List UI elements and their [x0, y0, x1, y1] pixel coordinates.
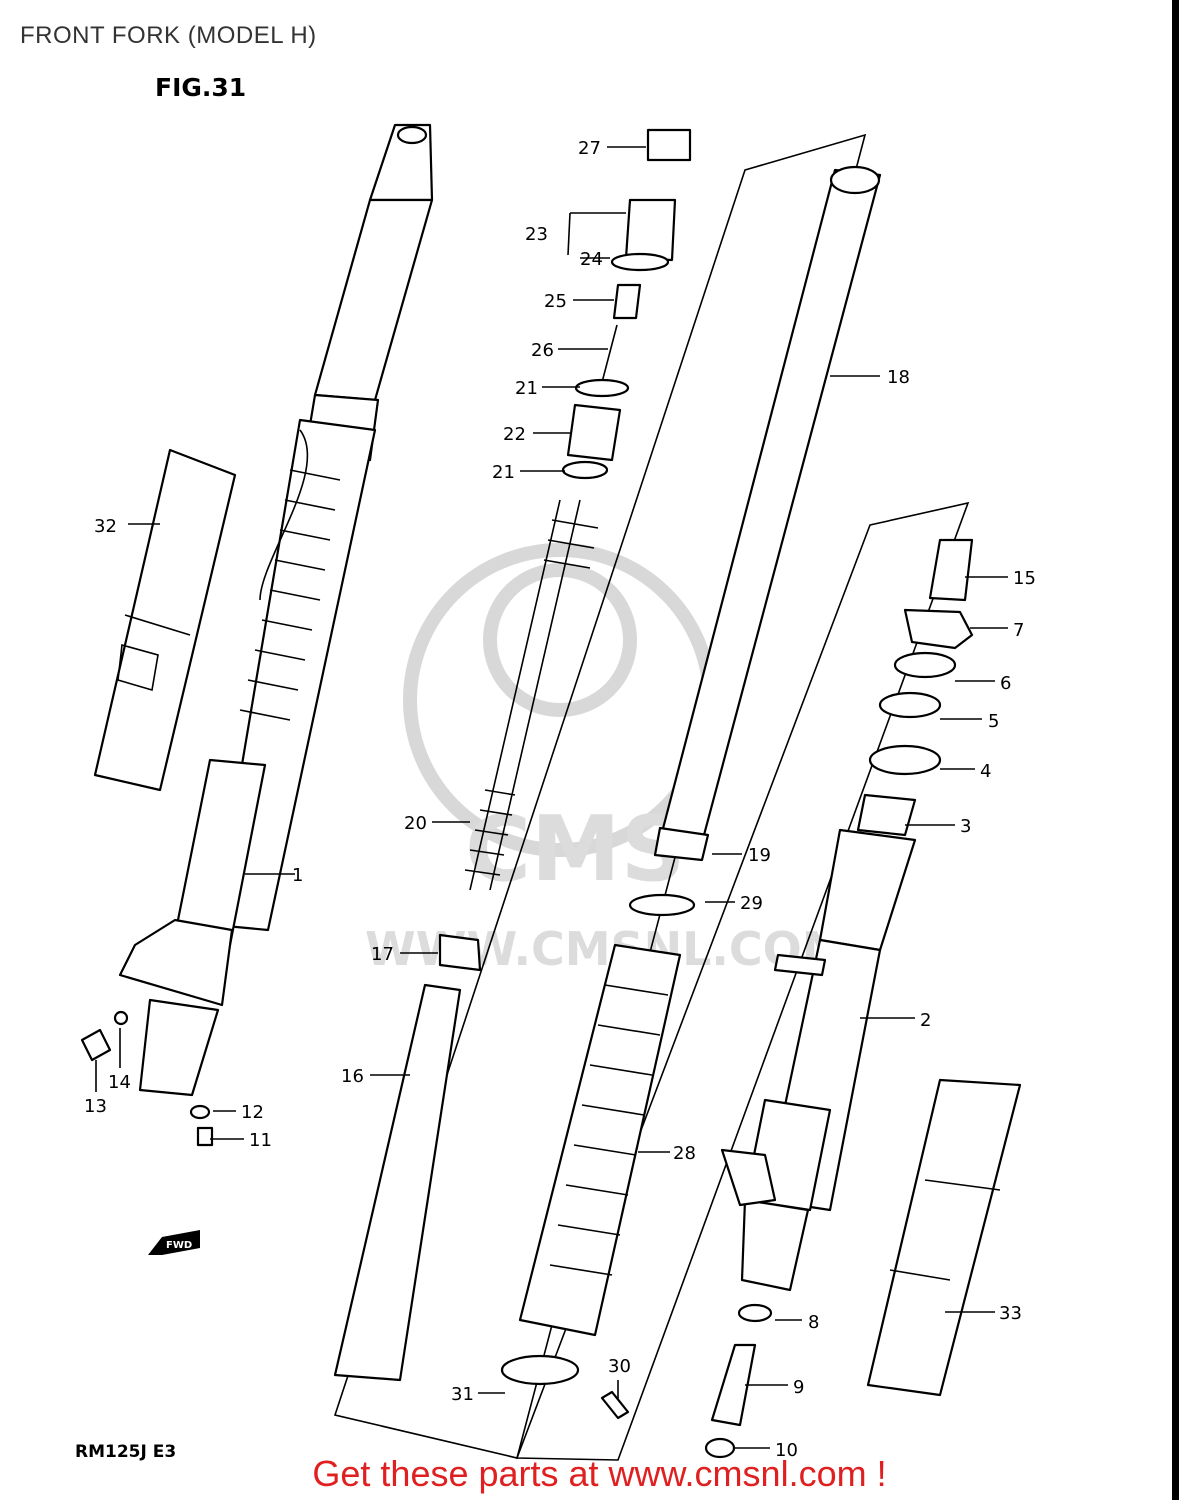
callout-10: 10: [775, 1440, 798, 1461]
part-16-damper-rod: [333, 983, 462, 1382]
part-1-fork-assembly: [118, 123, 434, 1097]
callout-25: 25: [544, 291, 567, 312]
part-22-bushing: [566, 403, 622, 462]
callout-15: 15: [1013, 568, 1036, 589]
part-31-clamp: [500, 1354, 580, 1386]
part-18-inner-tube: [653, 165, 882, 862]
part-5-seal: [878, 691, 942, 719]
part-24-o-ring: [610, 252, 670, 272]
figure-label: FIG.31: [155, 73, 247, 102]
part-10-nut: [704, 1437, 736, 1459]
callout-11: 11: [249, 1130, 272, 1151]
cmsnl-parts-link[interactable]: Get these parts at www.cmsnl.com !: [312, 1453, 887, 1494]
part-17-seal: [438, 933, 482, 972]
part-28-dust-boot: [500, 893, 696, 1420]
callout-23: 23: [525, 224, 548, 245]
callout-17: 17: [371, 944, 394, 965]
callout-6: 6: [1000, 673, 1011, 694]
callout-9: 9: [793, 1377, 804, 1398]
callout-12: 12: [241, 1102, 264, 1123]
callout-14: 14: [108, 1072, 131, 1093]
part-21-washer-top: [574, 378, 630, 398]
model-code: RM125J E3: [75, 1442, 177, 1462]
part-25-nut: [612, 283, 642, 320]
callout-numbers: 1 2 3 4 5 6 7 8 9 10 11 12 13 14 15 16 1…: [84, 138, 1036, 1461]
callout-26: 26: [531, 340, 554, 361]
bolts-left: [80, 1010, 214, 1147]
part-23-adjuster: [624, 198, 677, 262]
right-seal-stack: [856, 538, 974, 837]
callout-3: 3: [960, 816, 971, 837]
callout-21-bottom: 21: [492, 462, 515, 483]
callout-2: 2: [920, 1010, 931, 1031]
part-6-seal: [893, 651, 957, 679]
part-9-bolt: [710, 1343, 757, 1427]
callout-18: 18: [887, 367, 910, 388]
callout-32: 32: [94, 516, 117, 537]
part-4-ring: [868, 744, 942, 776]
callout-13: 13: [84, 1096, 107, 1117]
part-20-spring: [469, 499, 581, 891]
callout-16: 16: [341, 1066, 364, 1087]
callout-22: 22: [503, 424, 526, 445]
watermark-logo-text: CMS: [465, 797, 685, 902]
callout-1: 1: [292, 865, 303, 886]
page-title: FRONT FORK (MODEL H): [20, 22, 317, 49]
callout-20: 20: [404, 813, 427, 834]
callout-5: 5: [988, 711, 999, 732]
callout-8: 8: [808, 1312, 819, 1333]
part-8-washer: [737, 1303, 773, 1323]
fwd-arrow: FWD: [148, 1230, 200, 1255]
callout-31: 31: [451, 1384, 474, 1405]
callout-4: 4: [980, 761, 991, 782]
callout-27: 27: [578, 138, 601, 159]
callout-19: 19: [748, 845, 771, 866]
part-27-cap: [646, 128, 692, 162]
callout-29: 29: [740, 893, 763, 914]
part-33-fork-protector: [866, 1078, 1022, 1397]
bottom-bolt-stack: [704, 1303, 773, 1459]
leader-lines: [95, 146, 1008, 1449]
part-2-outer-tube: [720, 828, 917, 1292]
callout-33: 33: [999, 1303, 1022, 1324]
callout-30: 30: [608, 1356, 631, 1377]
part-19-bushing: [653, 826, 710, 862]
callout-21-top: 21: [515, 378, 538, 399]
part-32-fork-protector: [93, 448, 237, 792]
part-15-collar: [928, 538, 974, 602]
part-29-clamp: [628, 893, 696, 917]
part-7-ring: [903, 608, 974, 650]
damper-stack: [333, 128, 692, 1382]
part-30-screw: [600, 1390, 630, 1420]
cms-watermark: CMS WWW.CMSNL.COM: [365, 543, 848, 976]
callout-24: 24: [580, 249, 603, 270]
part-21-washer-bottom: [561, 460, 609, 480]
part-3-bushing: [856, 793, 917, 837]
callout-7: 7: [1013, 620, 1024, 641]
callout-28: 28: [673, 1143, 696, 1164]
fwd-label: FWD: [166, 1240, 192, 1251]
